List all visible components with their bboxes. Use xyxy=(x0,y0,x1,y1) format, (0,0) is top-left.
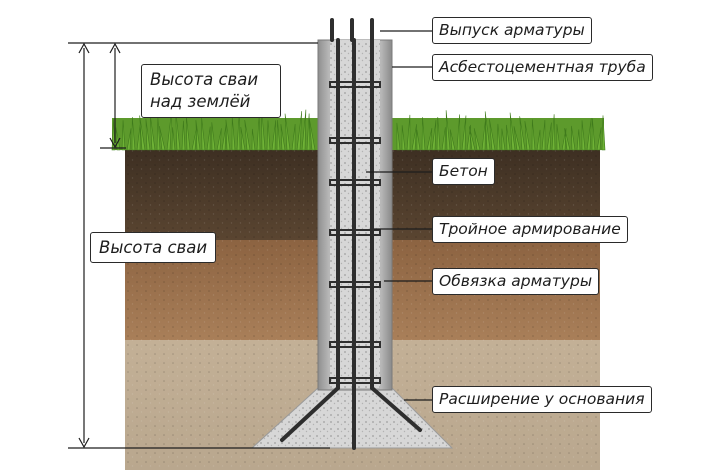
rebar-outlets xyxy=(330,18,374,42)
label-asbestos-pipe: Асбестоцементная труба xyxy=(432,54,653,81)
rebar-tie-hoop xyxy=(329,81,381,88)
label-rebar-outlet: Выпуск арматуры xyxy=(432,17,592,44)
label-rebar-tying: Обвязка арматуры xyxy=(432,268,600,295)
label-pile-height: Высота сваи xyxy=(90,232,217,263)
leader-lines xyxy=(366,30,432,401)
dimension-lines xyxy=(68,42,330,449)
label-concrete: Бетон xyxy=(432,158,495,185)
rebar-tie-hoop xyxy=(329,341,381,348)
label-base-widening: Расширение у основания xyxy=(432,386,652,413)
label-pile-height-above-ground-line1: Высота сваи xyxy=(150,70,259,89)
rebar-tie-hoop xyxy=(329,179,381,186)
rebar-tie-hoop xyxy=(329,229,381,236)
rebar-bars xyxy=(280,38,422,450)
rebar-tie-hoop xyxy=(329,377,381,384)
rebar-tie-hoop xyxy=(329,137,381,144)
rebar-tie-hoop xyxy=(329,281,381,288)
label-triple-reinforcement: Тройное армирование xyxy=(432,216,628,243)
label-pile-height-above-ground: Высота сваи над землёй xyxy=(141,64,281,118)
rebar-ties xyxy=(329,81,381,384)
label-pile-height-above-ground-line2: над землёй xyxy=(150,92,251,111)
